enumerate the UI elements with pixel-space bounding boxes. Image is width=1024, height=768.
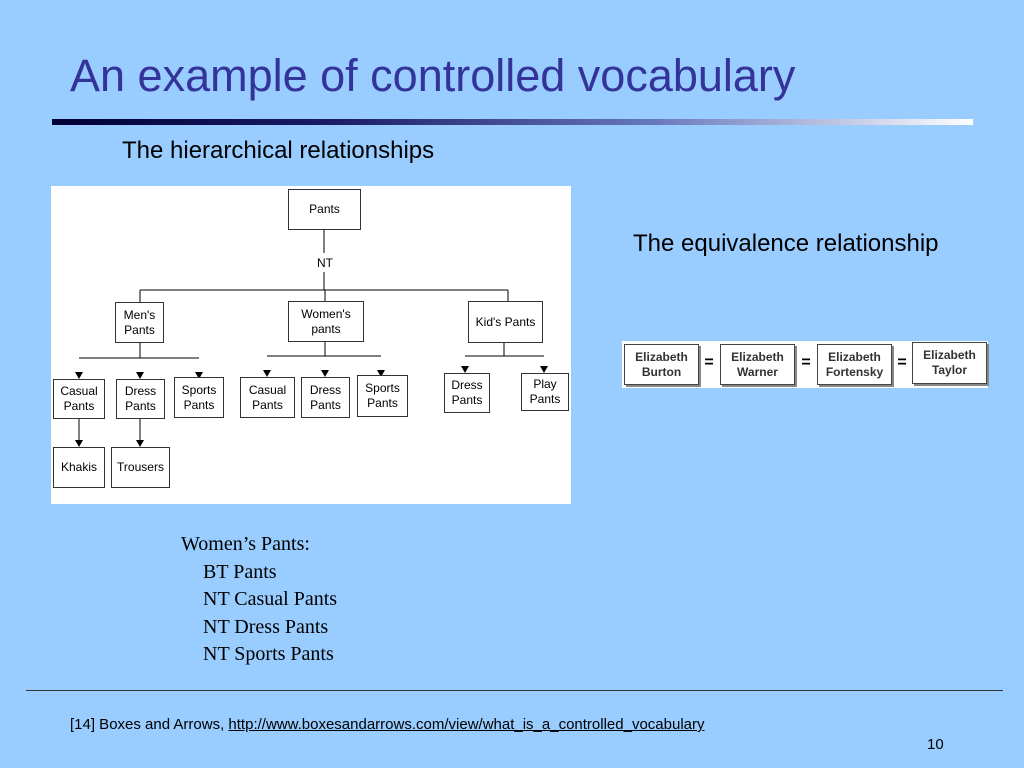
page-number: 10 (927, 736, 944, 753)
title-divider (52, 119, 973, 125)
hierarchy-diagram: Pants NT Men's Pants Women's pants Kid's… (51, 186, 571, 504)
equivalent-term-warner: Elizabeth Warner (720, 344, 795, 385)
entry-line-narrower-dress: NT Dress Pants (203, 615, 329, 638)
equivalent-term-fortensky: Elizabeth Fortensky (817, 344, 892, 385)
equivalence-diagram: Elizabeth Burton = Elizabeth Warner = El… (622, 341, 988, 388)
hierarchy-connectors (75, 230, 548, 447)
equals-sign: = (704, 354, 714, 371)
tree-node-mens-dress-pants: Dress Pants (116, 379, 165, 419)
narrower-term-label: NT (317, 256, 333, 270)
equals-sign: = (897, 354, 907, 371)
tree-node-kids-dress-pants: Dress Pants (444, 373, 490, 413)
equivalent-term-taylor: Elizabeth Taylor (912, 342, 987, 384)
entry-line-narrower-sports: NT Sports Pants (203, 643, 334, 665)
slide-title: An example of controlled vocabulary (70, 50, 796, 101)
tree-node-womens-dress-pants: Dress Pants (301, 377, 350, 418)
tree-node-mens-sports-pants: Sports Pants (174, 377, 224, 418)
entry-line-broader: BT Pants (203, 560, 277, 583)
tree-node-womens-casual-pants: Casual Pants (240, 377, 295, 418)
equivalence-heading: The equivalence relationship (633, 230, 939, 257)
equivalent-term-burton: Elizabeth Burton (624, 344, 699, 385)
tree-node-womens-pants: Women's pants (288, 301, 364, 342)
hierarchical-heading: The hierarchical relationships (122, 137, 435, 164)
tree-node-mens-pants: Men's Pants (115, 302, 164, 343)
tree-node-kids-play-pants: Play Pants (521, 373, 569, 411)
tree-node-womens-sports-pants: Sports Pants (357, 375, 408, 417)
womens-pants-entry: Women’s Pants: BT Pants NT Casual Pants … (181, 531, 337, 669)
tree-node-pants: Pants (288, 189, 361, 230)
tree-node-khakis: Khakis (53, 447, 105, 488)
entry-heading: Women’s Pants: (181, 533, 310, 555)
tree-node-mens-casual-pants: Casual Pants (53, 379, 105, 419)
equals-sign: = (801, 354, 811, 371)
tree-node-trousers: Trousers (111, 447, 170, 488)
citation-link[interactable]: http://www.boxesandarrows.com/view/what_… (228, 716, 705, 733)
footer-divider (26, 690, 1003, 691)
citation: [14] Boxes and Arrows, http://www.boxesa… (70, 716, 705, 733)
entry-line-narrower-casual: NT Casual Pants (203, 588, 338, 610)
citation-prefix: [14] Boxes and Arrows, (70, 716, 229, 733)
tree-node-kids-pants: Kid's Pants (468, 301, 543, 343)
